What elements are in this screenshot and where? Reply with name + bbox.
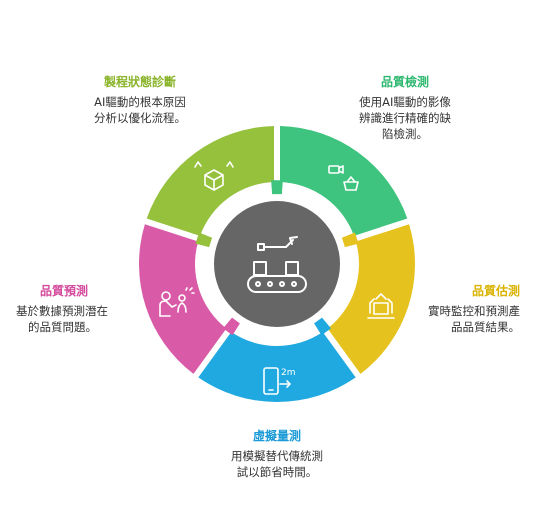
desc-quality-inspection: 使用AI驅動的影像 辨識進行精確的缺 陷檢測。 bbox=[330, 94, 480, 142]
segment-connector bbox=[341, 232, 359, 248]
desc-line: 的品質問題。 bbox=[28, 320, 97, 334]
segment-connector bbox=[271, 180, 283, 195]
desc-line: 分析以優化流程。 bbox=[94, 111, 186, 125]
segment-quality-inspection bbox=[279, 126, 408, 236]
box-with-arms-icon bbox=[194, 161, 234, 191]
segment-connector bbox=[223, 317, 240, 336]
segment-connector bbox=[195, 232, 213, 248]
segment-quality-prediction bbox=[139, 224, 227, 374]
desc-process-diagnosis: AI驅動的根本原因 分析以優化流程。 bbox=[60, 94, 220, 126]
desc-line: AI驅動的根本原因 bbox=[94, 95, 186, 109]
robot-arm-conveyor-icon bbox=[247, 236, 307, 293]
desc-quality-estimation: 實時監控和預測產 品品質結果。 bbox=[400, 303, 520, 335]
desc-line: 基於數據預測潛在 bbox=[16, 304, 108, 318]
segment-process-diagnosis bbox=[146, 126, 275, 236]
title-virtual-metrology: 虛擬量測 bbox=[252, 429, 301, 443]
desc-virtual-metrology: 用模擬替代傳統測 試以節省時間。 bbox=[205, 448, 349, 480]
desc-line: 陷檢測。 bbox=[382, 127, 428, 141]
segment-connector bbox=[314, 317, 331, 336]
segment-virtual-metrology bbox=[198, 332, 356, 403]
desc-line: 用模擬替代傳統測 bbox=[231, 449, 323, 463]
title-quality-inspection: 品質檢測 bbox=[380, 75, 429, 89]
segment-quality-estimation bbox=[327, 224, 415, 374]
desc-line: 試以節省時間。 bbox=[236, 465, 318, 479]
center-disk bbox=[214, 201, 340, 327]
desc-line: 使用AI驅動的影像 bbox=[359, 95, 451, 109]
camera-basket-icon bbox=[328, 165, 359, 191]
desc-line: 品品質結果。 bbox=[451, 320, 520, 334]
title-quality-prediction: 品質預測 bbox=[39, 284, 88, 298]
desc-line: 實時監控和預測產 bbox=[428, 304, 520, 318]
label-quality-prediction: 品質預測 基於數據預測潛在 的品質問題。 bbox=[16, 283, 146, 335]
label-quality-estimation: 品質估測 實時監控和預測產 品品質結果。 bbox=[400, 283, 520, 335]
desc-line: 辨識進行精確的缺 bbox=[359, 111, 451, 125]
title-process-diagnosis: 製程狀態診斷 bbox=[103, 75, 176, 89]
title-quality-estimation: 品質估測 bbox=[471, 284, 520, 298]
person-analysis-icon bbox=[159, 287, 195, 317]
ring-segments bbox=[139, 126, 415, 403]
robot-arms-box-icon bbox=[367, 293, 395, 319]
label-process-diagnosis: 製程狀態診斷 AI驅動的根本原因 分析以優化流程。 bbox=[60, 74, 220, 126]
desc-quality-prediction: 基於數據預測潛在 的品質問題。 bbox=[16, 303, 146, 335]
label-quality-inspection: 品質檢測 使用AI驅動的影像 辨識進行精確的缺 陷檢測。 bbox=[330, 74, 480, 142]
phone-measure-icon bbox=[263, 367, 291, 395]
label-virtual-metrology: 虛擬量測 用模擬替代傳統測 試以節省時間。 bbox=[205, 428, 349, 480]
measure-2m-text: 2m bbox=[281, 368, 296, 378]
